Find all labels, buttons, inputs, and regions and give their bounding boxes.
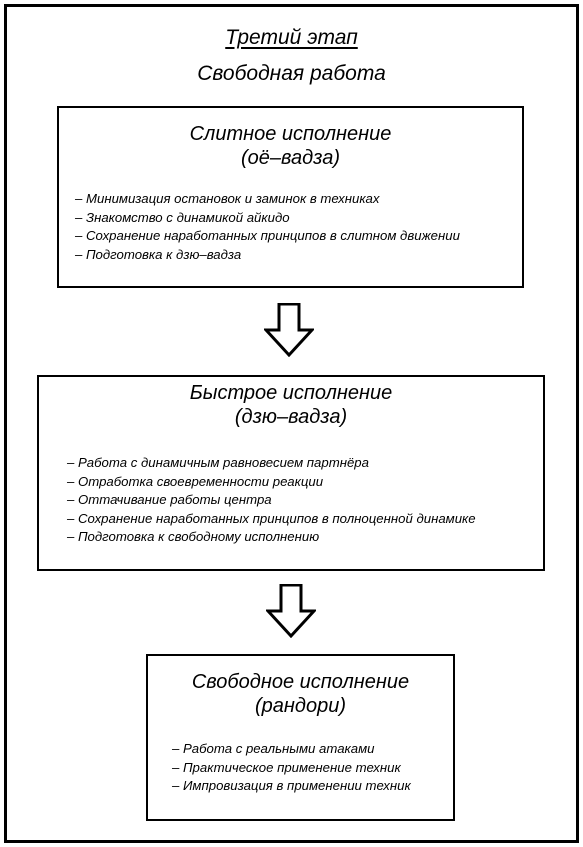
list-item: – Знакомство с динамикой айкидо [75, 209, 290, 225]
down-arrow-icon [266, 584, 316, 638]
list-item: – Работа с динамичным равновесием партнё… [67, 455, 369, 470]
list-item: – Сохранение наработанных принципов в сл… [75, 228, 460, 243]
list-item: – Подготовка к свободному исполнению [67, 529, 320, 544]
stage-title: Третий этап [225, 26, 358, 49]
box-title: Свободное исполнение [191, 671, 410, 693]
list-item: – Практическое применение техник [172, 759, 401, 775]
item-list: – Работа с динамичным равновесием партнё… [67, 454, 476, 547]
box-heading: Быстрое исполнение (дзю–вадза) [39, 381, 543, 429]
list-item: – Сохранение наработанных принципов в по… [67, 510, 476, 526]
list-item: – Оттачивание работы центра [67, 492, 272, 507]
down-arrow-icon [264, 303, 314, 357]
list-item: – Импровизация в применении техник [172, 778, 411, 793]
box-heading: Слитное исполнение (оё–вадза) [59, 122, 522, 170]
box-ju-waza: Быстрое исполнение (дзю–вадза) – Работа … [37, 375, 545, 571]
box-oyo-waza: Слитное исполнение (оё–вадза) – Минимиза… [57, 106, 524, 288]
list-item: – Подготовка к дзю–вадза [75, 246, 242, 262]
box-randori: Свободное исполнение (рандори) – Работа … [146, 654, 455, 821]
box-heading: Свободное исполнение (рандори) [148, 670, 453, 718]
item-list: – Работа с реальными атаками – Практичес… [172, 740, 411, 796]
item-list: – Минимизация остановок и заминок в техн… [75, 190, 460, 264]
box-subtitle: (оё–вадза) [240, 147, 341, 169]
box-subtitle: (дзю–вадза) [234, 406, 348, 428]
page-frame [4, 4, 579, 843]
list-item: – Отработка своевременности реакции [67, 473, 324, 489]
box-subtitle: (рандори) [255, 695, 346, 717]
box-title: Слитное исполнение [189, 123, 392, 145]
stage-subtitle: Свободная работа [197, 62, 386, 85]
list-item: – Работа с реальными атаками [172, 741, 375, 756]
box-title: Быстрое исполнение [189, 382, 393, 404]
list-item: – Минимизация остановок и заминок в техн… [75, 191, 380, 206]
